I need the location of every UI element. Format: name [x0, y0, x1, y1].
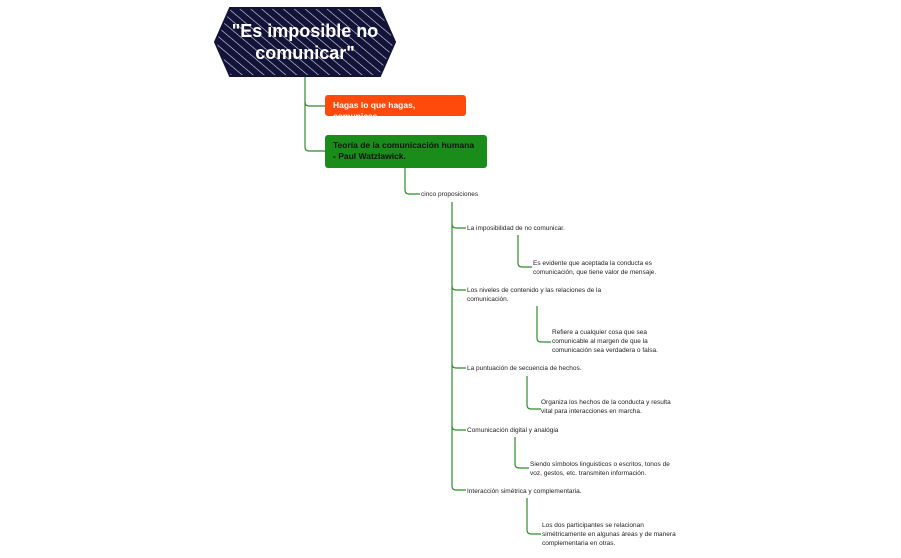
proposition-4-detail[interactable]: Siendo símbolos linguisticos o escritos,… [530, 461, 670, 477]
proposition-1-detail[interactable]: Es evidente que aceptada la conducta es … [533, 260, 657, 276]
connector-prop-1 [451, 223, 466, 229]
connector-prop-2 [451, 285, 466, 291]
connector-detail-2 [536, 306, 551, 343]
connector-prop-4 [451, 425, 466, 431]
branch-node-teoria[interactable]: Teoría de la comunicación humana - Paul … [325, 135, 487, 168]
proposition-5-detail[interactable]: Los dos participantes se relacionan simé… [542, 522, 676, 547]
proposition-5-title[interactable]: Interacción simétrica y complementaria. [467, 488, 582, 495]
proposition-1-title[interactable]: La imposibilidad de no comunicar. [467, 225, 565, 232]
root-node-shape [214, 7, 396, 77]
root-node[interactable]: "Es imposible no comunicar" [214, 6, 396, 78]
connector-root-green [304, 102, 325, 152]
connector-detail-5 [526, 498, 541, 535]
subtopic-cinco-proposiciones[interactable]: cinco proposiciones [421, 191, 479, 198]
root-title: "Es imposible no comunicar" [231, 21, 379, 63]
connector-root-orange [304, 76, 325, 107]
proposition-3-detail[interactable]: Organiza los hechos de la conducta y res… [541, 399, 671, 415]
connector-green-subtopic [404, 168, 420, 195]
proposition-4-title[interactable]: Comunicación digital y analógia [467, 427, 559, 434]
proposition-3-title[interactable]: La puntuación de secuencia de hechos. [467, 365, 582, 372]
proposition-2-title[interactable]: Los niveles de contenido y las relacione… [467, 287, 602, 303]
connector-detail-1 [517, 235, 532, 268]
connector-detail-4 [514, 437, 529, 469]
connector-detail-3 [526, 376, 541, 410]
connector-prop-3 [451, 363, 466, 369]
proposition-2-detail[interactable]: Refiere a cualquier cosa que sea comunic… [552, 329, 658, 354]
connector-prop-5 [451, 485, 466, 491]
branch-node-hagas[interactable]: Hagas lo que hagas, comunicas [325, 95, 466, 121]
